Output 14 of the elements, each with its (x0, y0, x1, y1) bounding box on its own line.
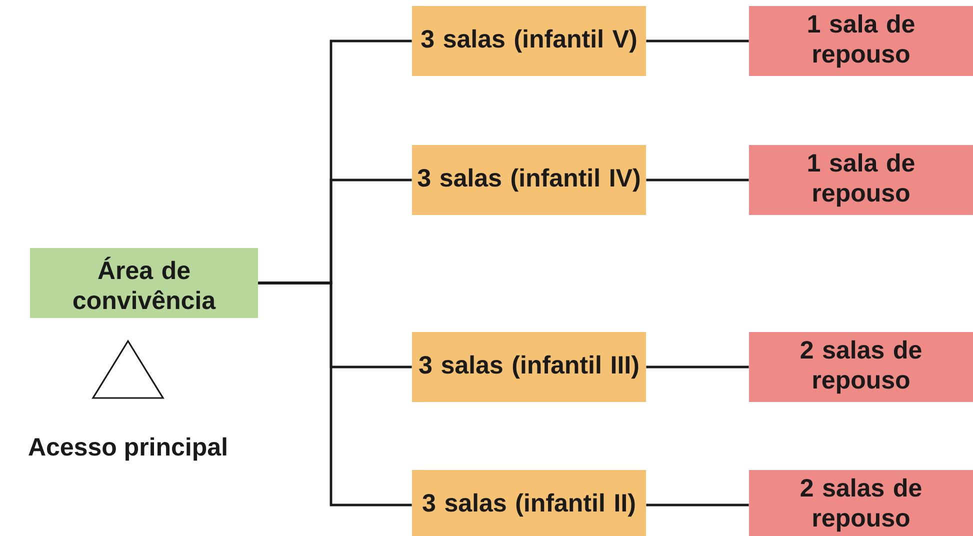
classroom-box: 3 salas (infantil V) (412, 6, 646, 76)
connector-line (646, 40, 749, 42)
classroom-box: 3 salas (infantil II) (412, 470, 646, 536)
connector-line (646, 366, 749, 368)
classroom-box: 3 salas (infantil IV) (412, 145, 646, 215)
area-box: Área de convivência (30, 248, 258, 318)
rest-room-box: 1 sala de repouso (749, 145, 973, 215)
connector-line (646, 178, 749, 182)
connector-line (258, 282, 412, 506)
rest-room-box: 2 salas de repouso (749, 470, 973, 536)
rest-room-box: 1 sala de repouso (749, 6, 973, 76)
rest-room-box: 2 salas de repouso (749, 332, 973, 402)
classroom-box: 3 salas (infantil III) (412, 332, 646, 402)
connector-line (646, 504, 749, 506)
